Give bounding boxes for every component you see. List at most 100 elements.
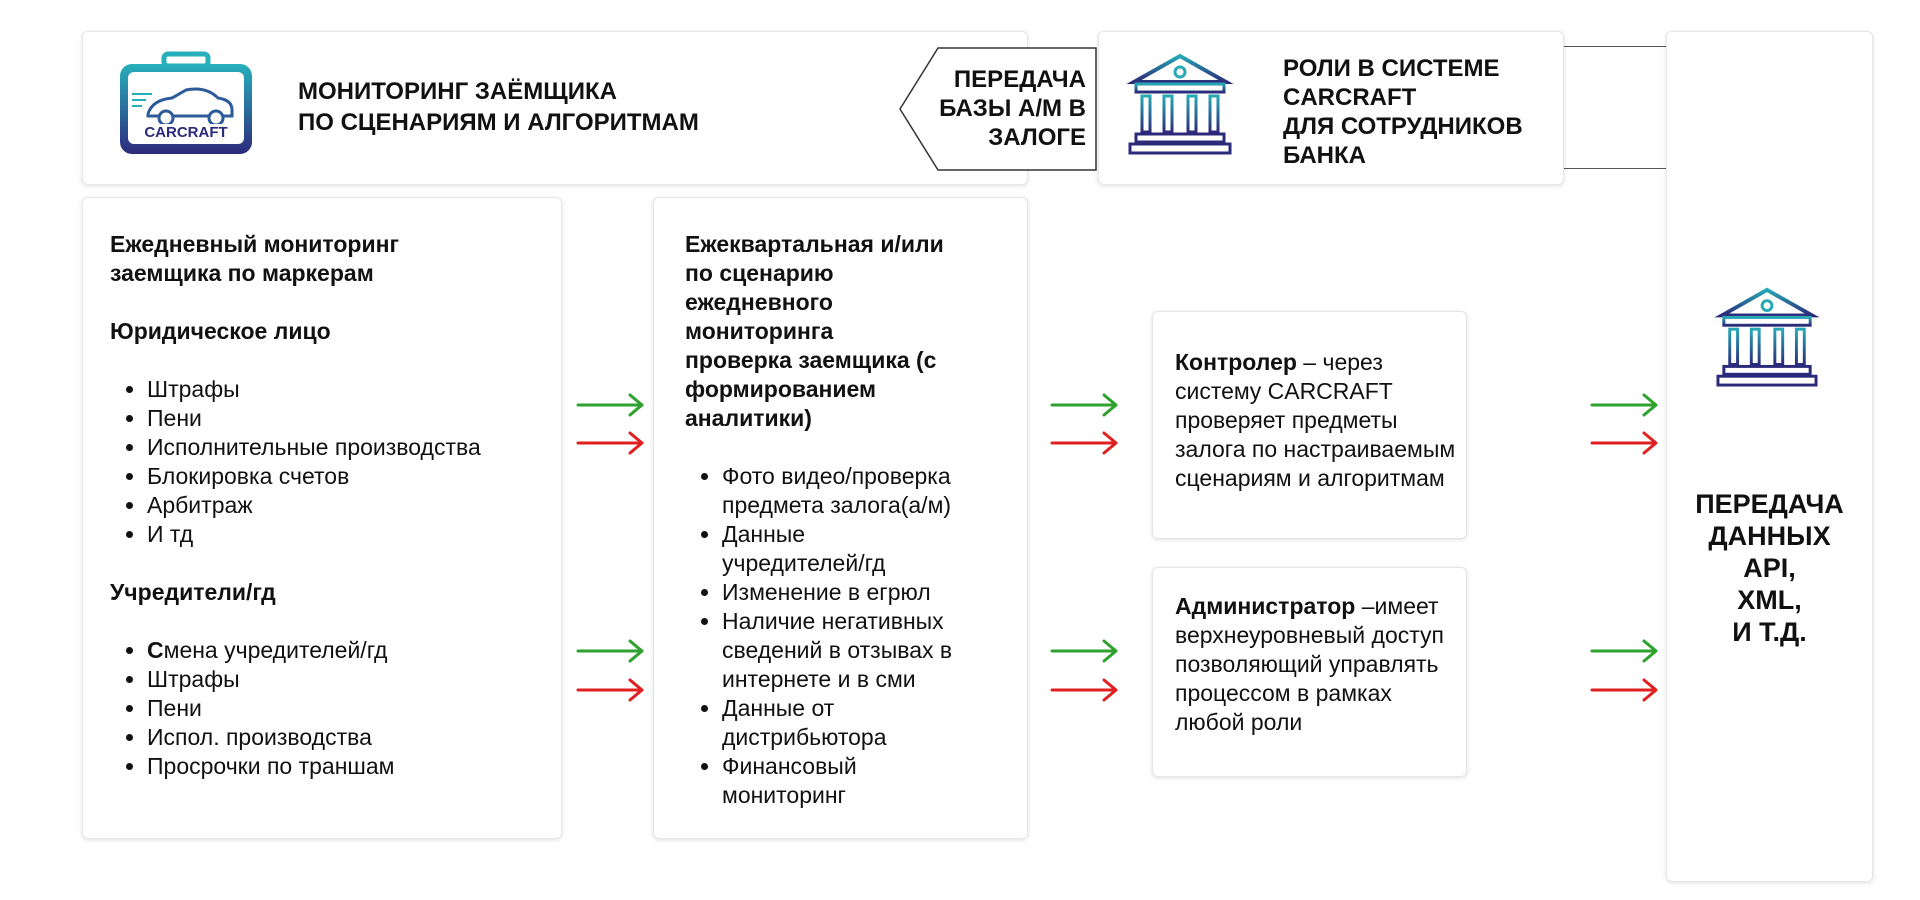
- quarterly-title-line: ежедневного: [685, 289, 833, 315]
- list-item: Наличие негативных сведений в отзывах в ин…: [722, 607, 1027, 694]
- page-title-line2: ПО СЦЕНАРИЯМ И АЛГОРИТМАМ: [298, 109, 699, 136]
- controller-rest: – через: [1296, 349, 1383, 375]
- daily-monitoring-card: Ежедневный мониторинг заемщика по маркер…: [82, 197, 562, 839]
- list-item-line: Наличие негативных: [722, 608, 944, 634]
- founders-list: Смена учредителей/гд Штрафы Пени Испол. …: [110, 636, 561, 781]
- admin-line: позволяющий управлять: [1175, 651, 1439, 677]
- admin-line: любой роли: [1175, 709, 1303, 735]
- quarterly-title-line: аналитики): [685, 405, 812, 431]
- daily-title-line1: Ежедневный мониторинг: [110, 231, 400, 257]
- list-item-line: Данные от: [722, 695, 835, 721]
- list-item: Исполнительные производства: [147, 433, 561, 462]
- data-transfer-line4: XML,: [1737, 585, 1802, 615]
- founders-first-rest: мена учредителей/гд: [163, 637, 388, 663]
- data-transfer-line5: И Т.Д.: [1732, 617, 1807, 647]
- roles-header-line4: БАНКА: [1283, 142, 1366, 169]
- controller-line: залога по настраиваемым: [1175, 436, 1456, 462]
- list-item: Арбитраж: [147, 491, 561, 520]
- list-item: Испол. производства: [147, 723, 561, 752]
- roles-header-title: РОЛИ В СИСТЕМЕ CARCRAFT ДЛЯ СОТРУДНИКОВ …: [1283, 54, 1523, 170]
- data-transfer-label: ПЕРЕДАЧА ДАННЫХ API, XML, И Т.Д.: [1666, 488, 1873, 648]
- list-item: Изменение в егрюл: [722, 578, 1027, 607]
- quarterly-title-line: Ежеквартальная и/или: [685, 231, 944, 257]
- list-item-line: дистрибьютора: [722, 724, 887, 750]
- admin-rest: –имеет: [1355, 593, 1439, 619]
- red-arrow-icon: [1590, 431, 1658, 455]
- data-transfer-line2: ДАННЫХ: [1708, 521, 1831, 551]
- transfer-base-label: ПЕРЕДАЧА БАЗЫ А/М В ЗАЛОГЕ: [920, 65, 1086, 152]
- red-arrow-icon: [576, 678, 644, 702]
- page-title-line1: МОНИТОРИНГ ЗАЁМЩИКА: [298, 78, 617, 105]
- transfer-base-label-line1: ПЕРЕДАЧА: [953, 66, 1086, 93]
- list-item: И тд: [147, 520, 561, 549]
- red-arrow-icon: [1590, 678, 1658, 702]
- founders-first-bold: С: [147, 637, 164, 663]
- red-arrow-icon: [576, 431, 644, 455]
- page-title: МОНИТОРИНГ ЗАЁМЩИКА ПО СЦЕНАРИЯМ И АЛГОР…: [298, 76, 699, 138]
- green-arrow-icon: [1050, 393, 1118, 417]
- legal-entity-heading: Юридическое лицо: [110, 318, 331, 344]
- bank-building-icon-right: [1714, 287, 1820, 387]
- transfer-base-label-line2: БАЗЫ А/М В: [939, 95, 1086, 122]
- daily-title-line2: заемщика по маркерам: [110, 260, 374, 286]
- green-arrow-icon: [576, 639, 644, 663]
- controller-role-card: Контролер – через системy CARCRAFT прове…: [1152, 311, 1467, 539]
- list-item: Пени: [147, 404, 561, 433]
- green-arrow-icon: [1590, 393, 1658, 417]
- list-item-line: интернете и в сми: [722, 666, 916, 692]
- roles-header-line2: CARCRAFT: [1283, 84, 1417, 111]
- list-item-line: учредителей/гд: [722, 550, 886, 576]
- quarterly-title-line: по сценарию: [685, 260, 834, 286]
- list-item-line: Данные: [722, 521, 806, 547]
- roles-header-line1: РОЛИ В СИСТЕМЕ: [1283, 55, 1500, 82]
- list-item: Смена учредителей/гд: [147, 636, 561, 665]
- quarterly-title-line: формированием: [685, 376, 877, 402]
- quarterly-title-line: проверка заемщика (с: [685, 347, 937, 373]
- data-transfer-line1: ПЕРЕДАЧА: [1695, 489, 1844, 519]
- red-arrow-icon: [1050, 431, 1118, 455]
- transfer-base-label-line3: ЗАЛОГЕ: [988, 124, 1086, 151]
- logo-text: CARCRAFT: [144, 124, 228, 141]
- data-transfer-card: [1666, 31, 1873, 882]
- legal-entity-list: Штрафы Пени Исполнительные производства …: [110, 375, 561, 549]
- list-item-line: Финансовый: [722, 753, 857, 779]
- list-item: Данные учредителей/гд: [722, 520, 1027, 578]
- list-item-line: предмета залога(а/м): [722, 492, 952, 518]
- controller-line: системy CARCRAFT: [1175, 378, 1393, 404]
- list-item-line: Фото видео/проверка: [722, 463, 951, 489]
- green-arrow-icon: [576, 393, 644, 417]
- transfer-base-arrow-shape: [899, 47, 1097, 171]
- list-item: Просрочки по траншам: [147, 752, 561, 781]
- daily-title: Ежедневный мониторинг заемщика по маркер…: [110, 230, 561, 288]
- list-item: Блокировка счетов: [147, 462, 561, 491]
- list-item-line: Изменение в егрюл: [722, 579, 931, 605]
- founders-heading: Учредители/гд: [110, 579, 276, 605]
- list-item: Данные от дистрибьютора: [722, 694, 1027, 752]
- list-item: Штрафы: [147, 375, 561, 404]
- quarterly-check-card: Ежеквартальная и/или по сценарию ежеднев…: [653, 197, 1028, 839]
- roles-header-line3: ДЛЯ СОТРУДНИКОВ: [1283, 113, 1523, 140]
- connector-line-bottom: [1562, 168, 1668, 169]
- red-arrow-icon: [1050, 678, 1118, 702]
- list-item-line: мониторинг: [722, 782, 846, 808]
- admin-line: процессом в рамках: [1175, 680, 1392, 706]
- list-item: Пени: [147, 694, 561, 723]
- green-arrow-icon: [1050, 639, 1118, 663]
- controller-line: проверяет предметы: [1175, 407, 1398, 433]
- carcraft-logo-icon: [120, 51, 252, 154]
- list-item: Штрафы: [147, 665, 561, 694]
- bank-building-icon: [1126, 53, 1234, 155]
- quarterly-title: Ежеквартальная и/или по сценарию ежеднев…: [685, 230, 1027, 433]
- list-item-line: сведений в отзывах в: [722, 637, 953, 663]
- connector-line-top: [1562, 46, 1668, 47]
- controller-title: Контролер: [1175, 349, 1297, 375]
- admin-line-first: Администратор –имеет: [1175, 592, 1466, 621]
- controller-line-first: Контролер – через: [1175, 348, 1466, 377]
- admin-title: Администратор: [1175, 593, 1356, 619]
- list-item: Финансовый мониторинг: [722, 752, 1027, 810]
- admin-role-card: Администратор –имеет верхнеуровневый дос…: [1152, 567, 1467, 777]
- quarterly-title-line: мониторинга: [685, 318, 834, 344]
- green-arrow-icon: [1590, 639, 1658, 663]
- data-transfer-line3: API,: [1743, 553, 1796, 583]
